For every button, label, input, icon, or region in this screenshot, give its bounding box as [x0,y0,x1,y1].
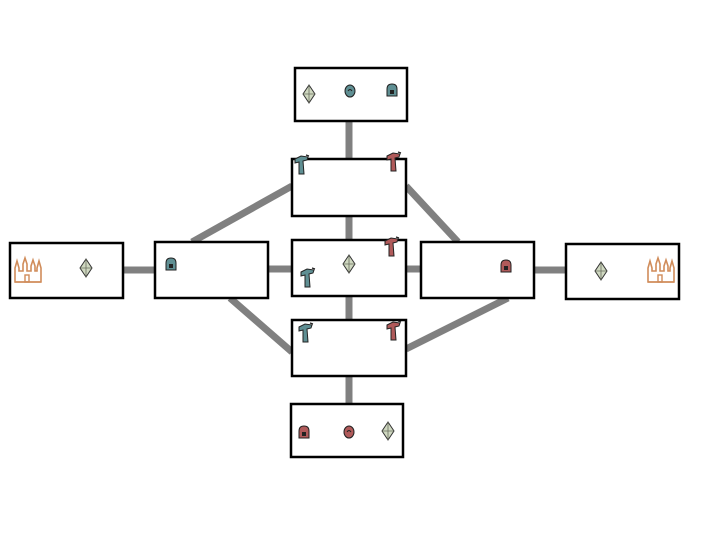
crystal-icon[interactable] [381,421,395,441]
helmet-icon[interactable] [500,259,512,273]
cannon-icon[interactable] [300,267,316,288]
corridor-lower-mid-left-inner [227,295,295,355]
castle-icon[interactable] [14,255,42,283]
cannon-icon[interactable] [386,320,402,341]
egg-icon[interactable] [343,425,355,439]
crystal-icon[interactable] [79,258,93,278]
corridor-lower-mid-right-inner [404,294,510,353]
crystal-icon[interactable] [342,254,356,274]
helmet-icon[interactable] [386,83,398,97]
castle-icon[interactable] [647,255,675,283]
helmet-icon[interactable] [298,425,310,439]
cannon-icon[interactable] [386,151,402,172]
crystal-icon[interactable] [594,261,608,281]
cannon-icon[interactable] [384,236,400,257]
helmet-icon[interactable] [165,257,177,271]
room-upper-mid[interactable] [290,157,408,218]
corridor-upper-mid-right-inner [403,183,461,245]
crystal-icon[interactable] [302,84,316,104]
room-right-inner[interactable] [419,240,536,300]
cannon-icon[interactable] [298,322,314,343]
egg-icon[interactable] [344,84,356,98]
cannon-icon[interactable] [294,154,310,175]
corridor-upper-mid-left-inner [190,182,294,246]
room-left-inner[interactable] [153,240,270,300]
